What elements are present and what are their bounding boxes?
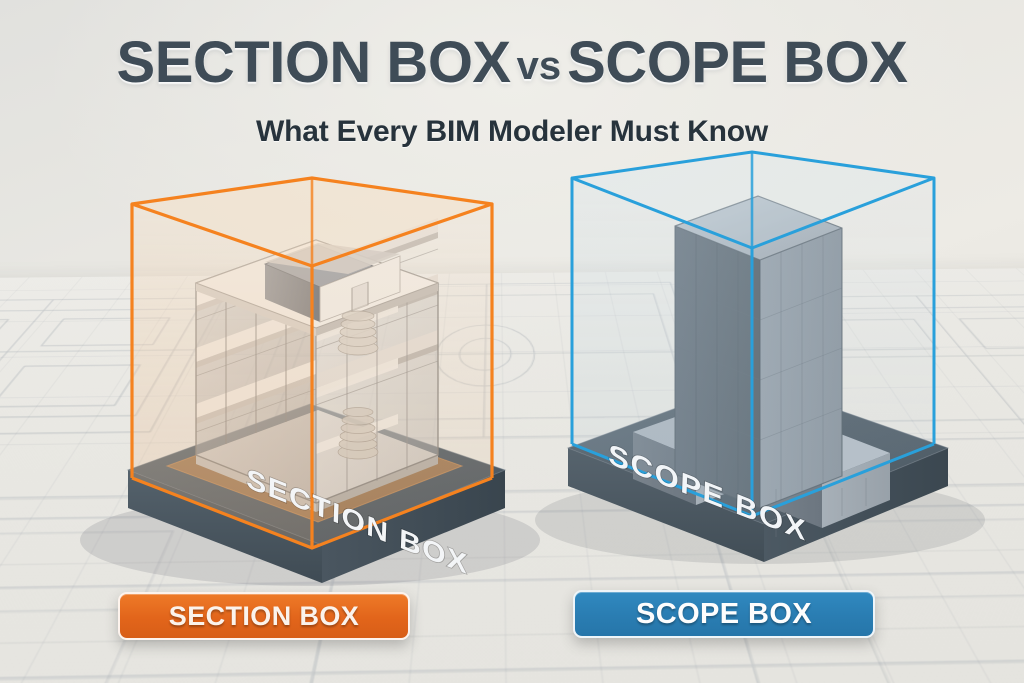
title-vs: vs [516, 44, 562, 88]
section-box-chip-label: SECTION BOX [168, 600, 360, 631]
section-box-volume [132, 178, 492, 548]
title-part-one: SECTION BOX [116, 30, 512, 95]
section-box-chip[interactable]: SECTION BOX [118, 592, 410, 640]
page-subtitle: What Every BIM Modeler Must Know [256, 115, 768, 148]
svg-text:SECTION BOX: SECTION BOX [246, 463, 469, 581]
title-part-two: SCOPE BOX [567, 30, 908, 95]
section-box-wireframe [130, 176, 494, 550]
scope-box-plinth-label: SCOPE BOX [607, 437, 808, 549]
svg-text:SCOPE BOX: SCOPE BOX [608, 437, 808, 547]
scope-box-chip-label: SCOPE BOX [635, 597, 813, 630]
scope-box-chip[interactable]: SCOPE BOX [573, 590, 875, 638]
section-box-plinth-label: SECTION BOX [245, 462, 470, 581]
scope-box-volume [572, 152, 934, 516]
scope-box-wireframe [570, 150, 936, 518]
